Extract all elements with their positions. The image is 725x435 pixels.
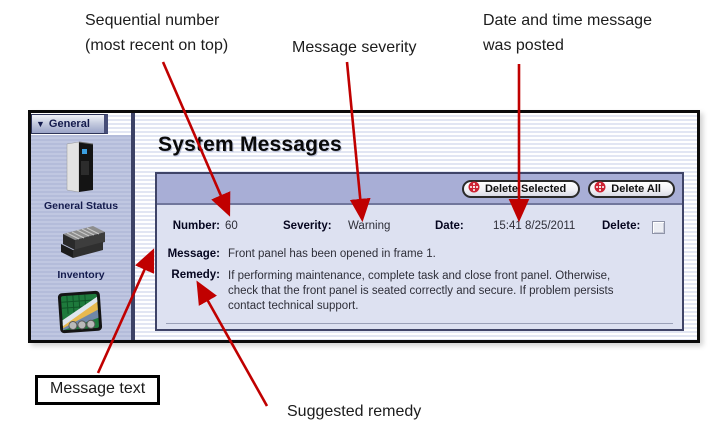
annotation-message-severity: Message severity	[292, 39, 417, 56]
sidebar-item-label: General Status	[43, 200, 119, 212]
annotation-line: was posted	[483, 37, 564, 54]
annotation-date-time: Date and time message was posted	[483, 8, 652, 58]
main-content: System Messages Delete Selected	[139, 113, 697, 340]
sidebar-item-performance[interactable]	[55, 281, 107, 340]
remedy-value: If performing maintenance, complete task…	[228, 270, 614, 312]
inventory-stack-icon	[53, 224, 109, 267]
message-panel: Delete Selected Delete All	[155, 172, 684, 331]
annotation-line: (most recent on top)	[85, 37, 229, 54]
annotation-suggested-remedy: Suggested remedy	[287, 403, 422, 420]
sidebar-nav: General Status	[31, 135, 131, 340]
sidebar-item-label: Inventory	[57, 269, 105, 281]
page-title: System Messages	[158, 133, 342, 156]
annotation-sequential-number: Sequential number (most recent on top)	[85, 8, 228, 58]
delete-all-button[interactable]: Delete All	[588, 179, 675, 198]
panel-separator	[166, 323, 673, 324]
severity-value: Warning	[348, 220, 391, 232]
annotation-line: Date and time message	[483, 12, 652, 29]
number-value: 60	[225, 220, 238, 232]
date-label: Date:	[435, 220, 464, 232]
message-label: Message:	[167, 248, 220, 260]
number-label: Number:	[172, 220, 220, 232]
performance-monitor-icon	[55, 289, 107, 340]
delete-all-label: Delete All	[611, 182, 661, 195]
delete-selected-label: Delete Selected	[484, 182, 567, 195]
delete-label: Delete:	[602, 220, 641, 232]
server-tower-icon	[59, 141, 103, 198]
date-value: 15:41 8/25/2011	[493, 220, 576, 232]
delete-checkbox[interactable]	[652, 221, 665, 234]
annotation-message-text-box: Message text	[35, 375, 161, 405]
sidebar-item-inventory[interactable]: Inventory	[53, 212, 109, 281]
delete-selected-button[interactable]: Delete Selected	[461, 179, 581, 198]
delete-icon	[468, 181, 480, 196]
delete-icon	[594, 181, 606, 196]
remedy-label: Remedy:	[171, 269, 220, 281]
system-messages-window: ▼ General General Status	[28, 110, 700, 343]
annotation-line: Sequential number	[85, 12, 220, 29]
message-details: Number: 60 Severity: Warning Date: 15:41…	[157, 205, 682, 329]
sidebar: ▼ General General Status	[31, 113, 135, 340]
sidebar-section-label: General	[48, 118, 90, 130]
sidebar-section-general[interactable]: ▼ General	[31, 114, 108, 134]
panel-toolbar: Delete Selected Delete All	[157, 174, 682, 205]
collapse-triangle-icon: ▼	[36, 118, 45, 129]
severity-label: Severity:	[283, 220, 332, 232]
message-value: Front panel has been opened in frame 1.	[228, 248, 436, 260]
sidebar-item-general-status[interactable]: General Status	[44, 135, 118, 212]
